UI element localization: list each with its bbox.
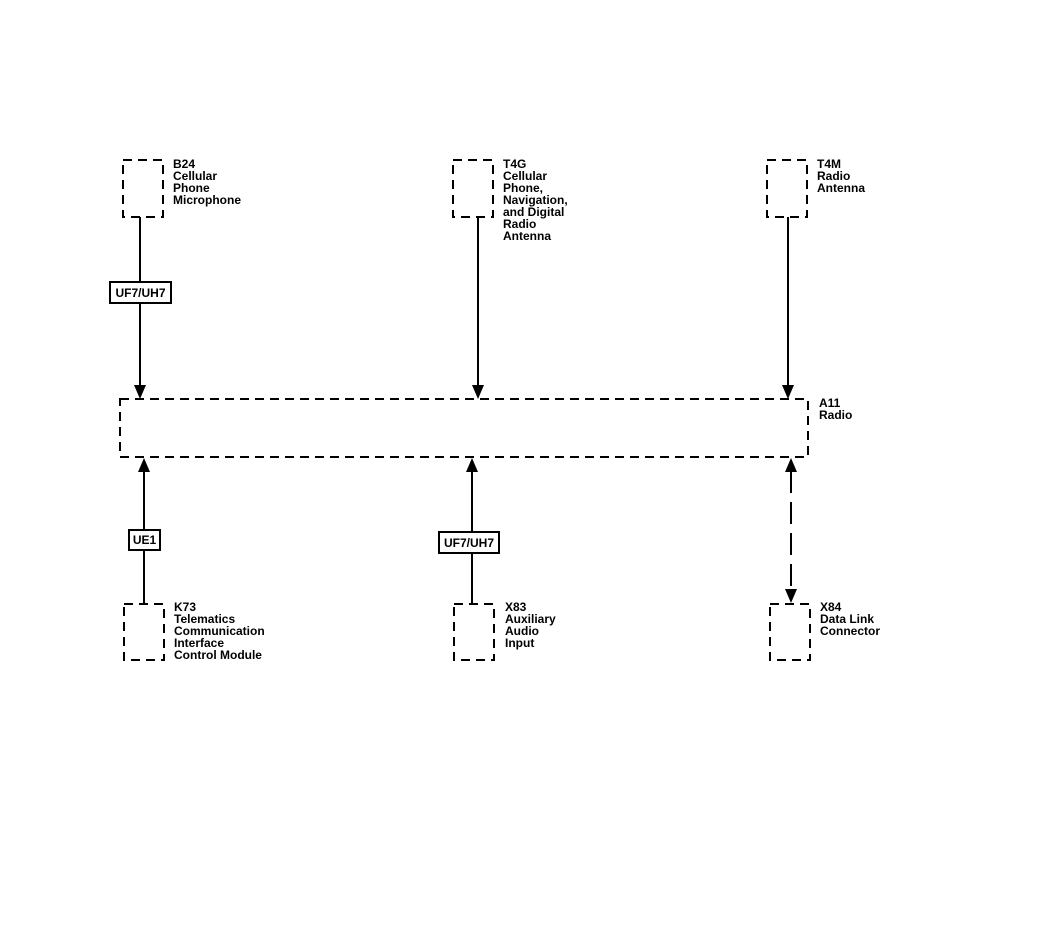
component-a11-code: A11	[819, 396, 841, 410]
component-x84-code: X84	[820, 600, 842, 614]
component-a11-box	[119, 398, 809, 458]
arrow-up-icon	[785, 458, 797, 472]
component-t4g[interactable]: T4G Cellular Phone, Navigation, and Digi…	[452, 157, 568, 243]
component-t4g-line: Navigation,	[503, 193, 568, 207]
component-x83[interactable]: X83 Auxiliary Audio Input	[453, 600, 556, 661]
option-label-x83: UF7/UH7	[444, 536, 494, 550]
component-x84-line: Connector	[820, 624, 880, 638]
component-t4m-box	[766, 159, 808, 218]
component-k73-code: K73	[174, 600, 196, 614]
arrow-up-icon	[138, 458, 150, 472]
component-t4g-box	[452, 159, 494, 218]
component-b24-line: Microphone	[173, 193, 241, 207]
component-a11-radio[interactable]: A11 Radio	[119, 396, 852, 458]
component-t4g-line: Phone,	[503, 181, 543, 195]
component-x84-line: Data Link	[820, 612, 874, 626]
wire-b24-to-radio	[134, 217, 146, 399]
component-x83-line: Input	[505, 636, 534, 650]
component-k73-box	[123, 603, 165, 661]
option-box-b24: UF7/UH7	[109, 281, 172, 304]
option-label-b24: UF7/UH7	[115, 286, 165, 300]
component-x84-box	[769, 603, 811, 661]
component-x83-code: X83	[505, 600, 527, 614]
component-t4m-code: T4M	[817, 157, 841, 171]
option-label-k73: UE1	[133, 533, 157, 547]
component-t4m[interactable]: T4M Radio Antenna	[766, 157, 865, 218]
component-t4g-line: Antenna	[503, 229, 551, 243]
wire-t4m-to-radio	[782, 217, 794, 399]
component-b24[interactable]: B24 Cellular Phone Microphone	[122, 157, 241, 218]
component-x83-box	[453, 603, 495, 661]
component-b24-line: Phone	[173, 181, 210, 195]
component-k73-line: Communication	[174, 624, 265, 638]
component-x83-line: Audio	[505, 624, 539, 638]
option-box-k73: UE1	[128, 529, 161, 551]
component-t4g-line: and Digital	[503, 205, 564, 219]
component-t4g-code: T4G	[503, 157, 526, 171]
arrow-down-icon	[782, 385, 794, 399]
component-x83-line: Auxiliary	[505, 612, 556, 626]
arrow-down-icon	[134, 385, 146, 399]
component-b24-box	[122, 159, 164, 218]
wire-x84-radio-bidirectional	[785, 458, 797, 603]
component-k73[interactable]: K73 Telematics Communication Interface C…	[123, 600, 265, 662]
arrow-down-icon	[472, 385, 484, 399]
component-t4m-line: Radio	[817, 169, 850, 183]
component-k73-line: Interface	[174, 636, 224, 650]
component-t4m-line: Antenna	[817, 181, 865, 195]
component-k73-line: Control Module	[174, 648, 262, 662]
option-box-x83: UF7/UH7	[438, 531, 500, 554]
component-k73-line: Telematics	[174, 612, 235, 626]
component-t4g-line: Radio	[503, 217, 536, 231]
component-b24-code: B24	[173, 157, 195, 171]
component-x84[interactable]: X84 Data Link Connector	[769, 600, 880, 661]
arrow-down-icon	[785, 589, 797, 603]
component-a11-line: Radio	[819, 408, 852, 422]
component-t4g-line: Cellular	[503, 169, 547, 183]
wire-t4g-to-radio	[472, 217, 484, 399]
arrow-up-icon	[466, 458, 478, 472]
component-b24-line: Cellular	[173, 169, 217, 183]
